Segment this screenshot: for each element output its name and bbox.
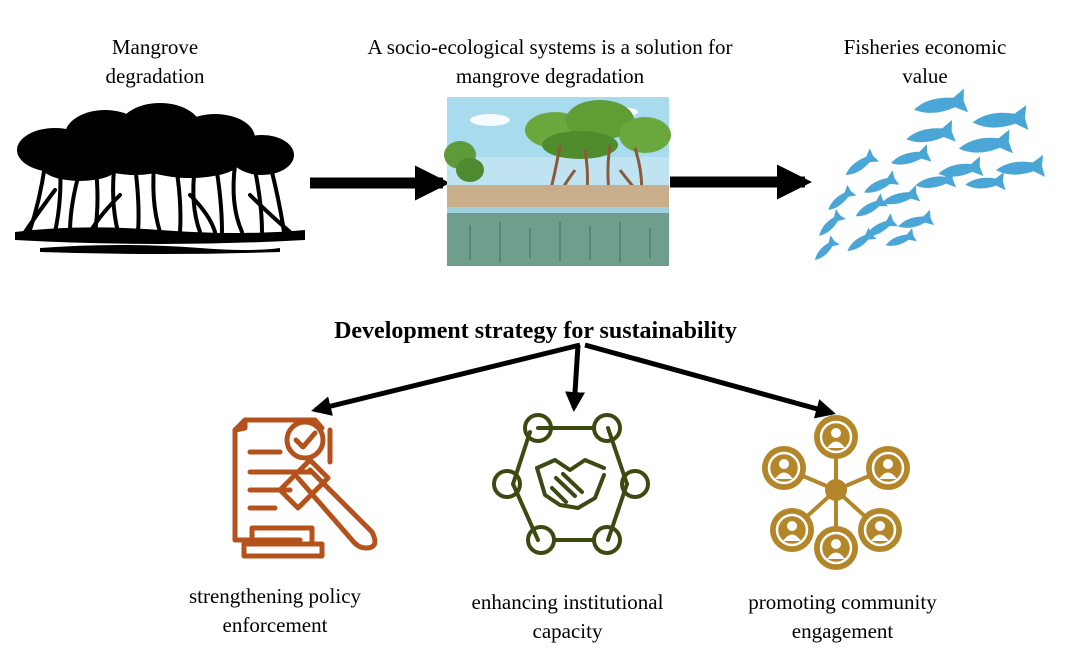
policy-gavel-icon <box>232 417 378 559</box>
fish-icon <box>995 154 1046 177</box>
network-hub <box>825 479 847 501</box>
label-line: mangrove degradation <box>455 64 645 88</box>
fish-icon <box>958 129 1013 154</box>
label-strategy-institutional: enhancing institutional capacity <box>430 588 705 646</box>
fish-icon <box>855 193 889 217</box>
fish-icon <box>906 119 956 143</box>
label-line: degradation <box>105 64 205 88</box>
fish-icon <box>864 170 900 193</box>
person-icon <box>814 415 858 459</box>
label-line: A socio-ecological systems is a solution… <box>367 35 733 59</box>
label-line: Fisheries economic <box>843 35 1007 59</box>
label-socio-ecological-solution: A socio-ecological systems is a solution… <box>325 33 775 91</box>
fish-icon <box>828 184 857 210</box>
fish-icon <box>897 209 935 228</box>
fish-icon <box>938 156 984 177</box>
fish-icon <box>890 144 932 165</box>
person-icon <box>866 446 910 490</box>
label-line: engagement <box>791 619 894 643</box>
label-fisheries-economic-value: Fisheries economic value <box>820 33 1030 91</box>
label-line: Mangrove <box>111 35 199 59</box>
fish-icon <box>845 148 880 176</box>
fish-icon <box>814 235 840 261</box>
label-strategy-community: promoting community engagement <box>720 588 965 646</box>
person-icon <box>814 526 858 570</box>
person-icon <box>762 446 806 490</box>
arrow-to-institutional <box>565 344 585 412</box>
community-network-icon <box>762 415 910 570</box>
mangrove-silhouette-icon <box>15 103 305 254</box>
label-mangrove-degradation: Mangrove degradation <box>70 33 240 91</box>
label-line: promoting community <box>748 590 937 614</box>
fish-icon <box>965 172 1006 191</box>
arrow-to-policy <box>311 342 581 416</box>
fish-icon <box>914 88 969 113</box>
fish-icon <box>915 169 957 188</box>
handshake-network-icon <box>492 413 650 555</box>
label-strategy-policy: strengthening policy enforcement <box>140 582 410 640</box>
label-line: enhancing institutional <box>471 590 664 614</box>
person-icon <box>770 508 814 552</box>
label-line: strengthening policy <box>188 584 362 608</box>
fish-icon <box>865 213 899 237</box>
strategy-title: Development strategy for sustainability <box>334 318 737 344</box>
fish-icon <box>847 227 877 251</box>
label-line: value <box>902 64 948 88</box>
fish-icon <box>881 184 921 205</box>
label-line: enforcement <box>222 613 328 637</box>
arrow-to-community <box>584 342 836 419</box>
person-icon <box>858 508 902 552</box>
fish-icon <box>885 228 917 246</box>
fish-school-icon <box>814 88 1046 261</box>
mangrove-ecosystem-image <box>444 97 671 266</box>
fish-icon <box>819 209 846 236</box>
fish-icon <box>972 105 1029 131</box>
label-line: capacity <box>532 619 603 643</box>
